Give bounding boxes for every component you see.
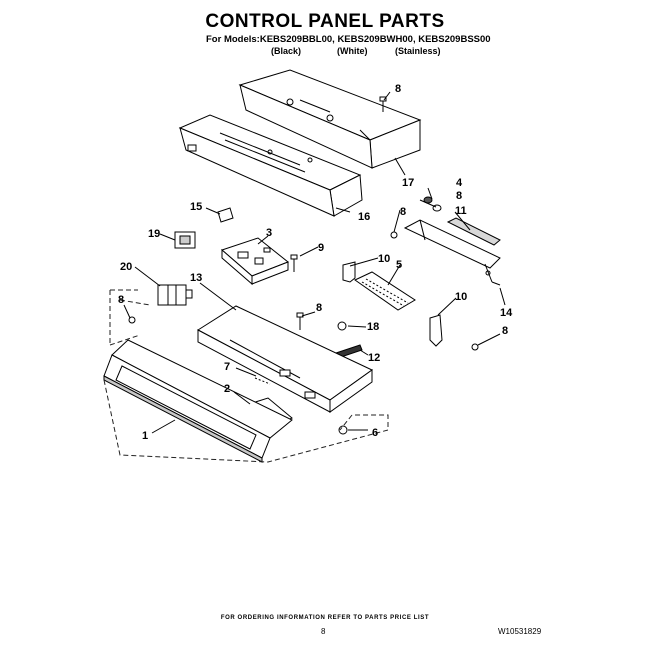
callout-labels: 8 17 4 8 16 8 11 15 19 3 9 20 10 5 13 8 …: [118, 83, 513, 442]
callout-9: 9: [318, 242, 324, 254]
variant-stainless: (Stainless): [395, 46, 441, 56]
callout-8-center: 8: [316, 302, 322, 314]
callout-17: 17: [402, 177, 414, 189]
part-3-control-board: [221, 237, 289, 286]
document-number: W10531829: [498, 627, 542, 636]
callout-5: 5: [396, 259, 402, 271]
part-14-bracket: [403, 219, 501, 286]
callout-1: 1: [142, 430, 148, 442]
part-1-control-panel: [103, 339, 293, 463]
callout-8-top: 8: [395, 83, 401, 95]
variant-white: (White): [337, 46, 368, 56]
page-title: CONTROL PANEL PARTS: [205, 11, 445, 32]
part-4-spacer: [423, 196, 442, 212]
callout-11: 11: [455, 205, 467, 217]
callout-6: 6: [372, 427, 378, 439]
callout-10-upper: 10: [378, 253, 390, 265]
part-15-clip: [217, 207, 234, 223]
callout-19: 19: [148, 228, 160, 240]
ordering-note: FOR ORDERING INFORMATION REFER TO PARTS …: [220, 615, 430, 621]
callout-4: 4: [456, 177, 463, 189]
leader-lines: [123, 91, 506, 434]
part-17-vent-duct: [238, 69, 422, 169]
part-19-sensor: [174, 231, 196, 249]
callout-8-right: 8: [456, 190, 462, 202]
models-line: For Models:KEBS209BBL00, KEBS209BWH00, K…: [206, 34, 491, 45]
assembly-boundary: [103, 289, 389, 463]
callout-13: 13: [190, 272, 202, 284]
callout-2: 2: [224, 383, 230, 395]
callout-15: 15: [190, 201, 202, 213]
callout-14: 14: [500, 307, 513, 319]
part-20-transformer: [157, 284, 193, 306]
callout-20: 20: [120, 261, 132, 273]
variant-black: (Black): [271, 46, 302, 56]
page-number: 8: [321, 627, 326, 636]
callout-16: 16: [358, 211, 370, 223]
part-11-trim-rail: [446, 217, 501, 246]
callout-8-mid: 8: [400, 206, 406, 218]
callout-7: 7: [224, 361, 230, 373]
part-5-connector: [354, 271, 416, 311]
part-16-lower-duct: [178, 114, 363, 217]
callout-8-lower-right: 8: [502, 325, 508, 337]
callout-18: 18: [367, 321, 379, 333]
part-13-chassis: [197, 305, 373, 413]
part-7-screw: [254, 377, 271, 385]
callout-10-lower: 10: [455, 291, 467, 303]
screws: [128, 96, 479, 435]
callout-3: 3: [266, 227, 272, 239]
callout-12: 12: [368, 352, 380, 364]
callout-8-left: 8: [118, 294, 124, 306]
part-10-bracket-lower: [429, 314, 443, 347]
part-10-bracket-upper: [342, 261, 356, 283]
